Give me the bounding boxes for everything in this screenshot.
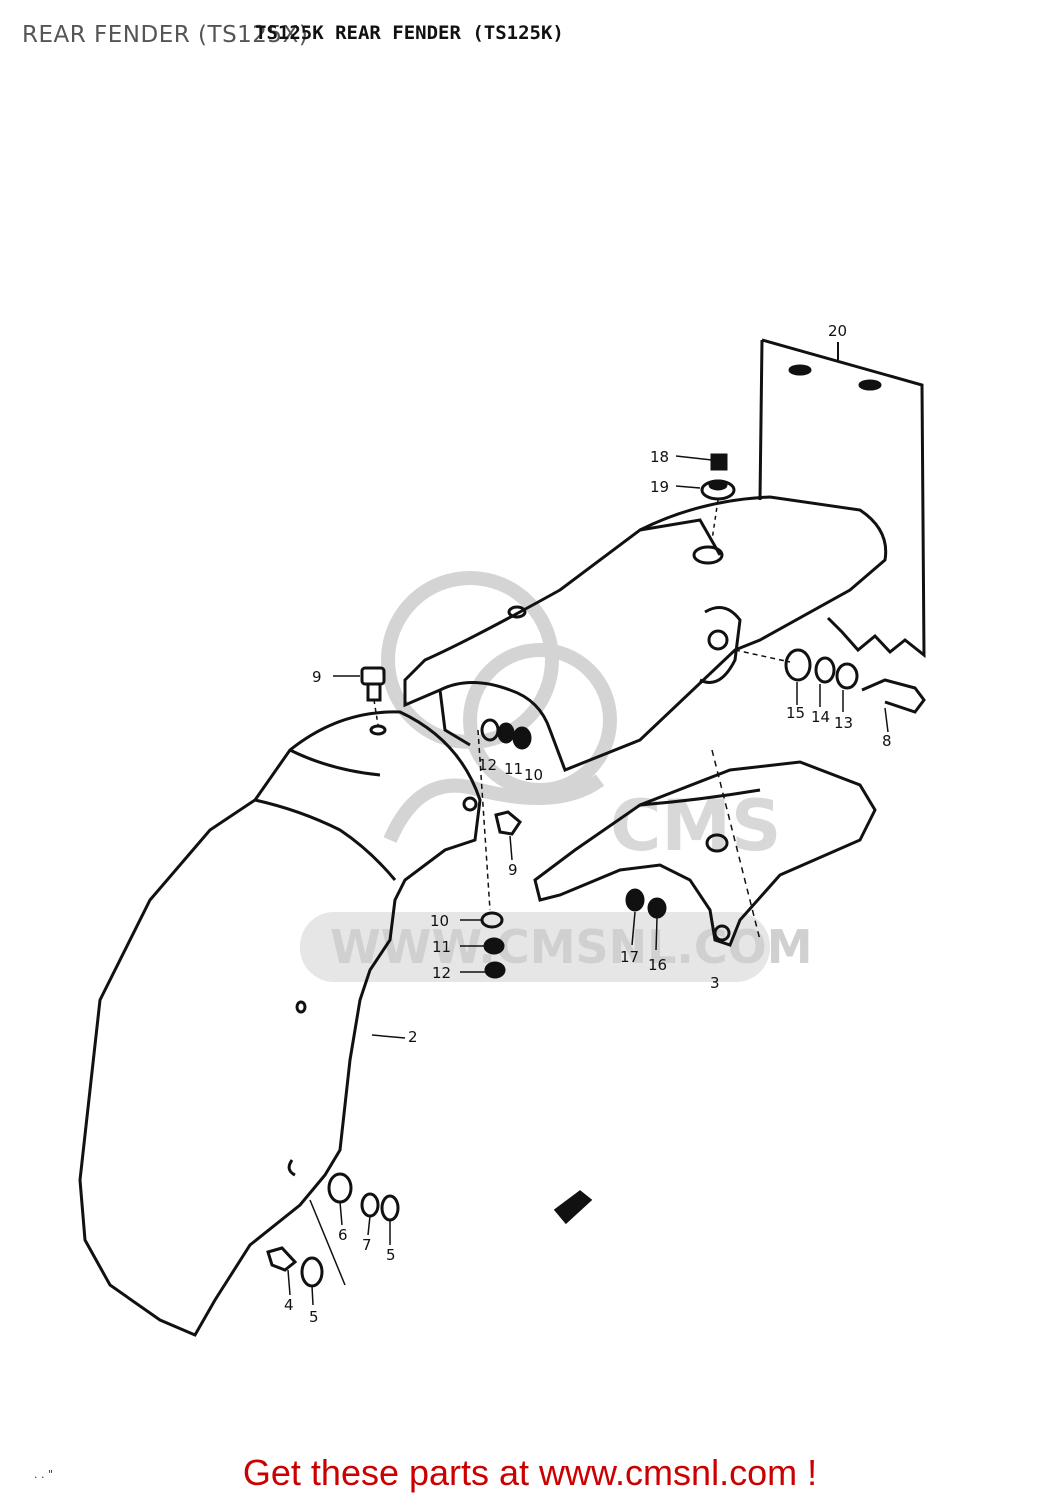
- lower-nut-stack: [460, 729, 506, 979]
- callout-3: 3: [710, 974, 720, 992]
- watermark-logo: [381, 571, 617, 843]
- main-rear-fender: [78, 710, 482, 1337]
- callout-5-left: 5: [309, 1308, 319, 1326]
- callout-7: 7: [362, 1236, 372, 1254]
- callout-9-upper: 9: [312, 668, 322, 686]
- callout-20: 20: [828, 322, 847, 340]
- page-title-overlay: REAR FENDER (TS125X): [22, 22, 309, 48]
- watermark-logo-text: CMS: [610, 785, 781, 867]
- side-bolt-assembly: [734, 648, 926, 733]
- callout-19: 19: [650, 478, 669, 496]
- top-hardware: [675, 453, 736, 541]
- inner-fender-bolts: [625, 888, 667, 951]
- parts-diagram: WWW.CMSNL.COM CMS: [78, 322, 926, 1337]
- callout-12-lower: 12: [432, 964, 451, 982]
- callout-10-upper: 10: [524, 766, 543, 784]
- callout-8: 8: [882, 732, 892, 750]
- callout-11-lower: 11: [432, 938, 451, 956]
- rear-fender-upper: [403, 495, 888, 772]
- callout-13: 13: [834, 714, 853, 732]
- callout-6: 6: [338, 1226, 348, 1244]
- upper-nut-stack: [480, 718, 532, 750]
- callout-labels: 20 18 19 9 15 14 13 8 12 11 10 9 10 11 1…: [284, 322, 892, 1326]
- callout-9-middle: 9: [508, 861, 518, 879]
- callout-16: 16: [648, 956, 667, 974]
- lower-fender-hardware: [266, 1034, 406, 1306]
- callout-2: 2: [408, 1028, 418, 1046]
- callout-18: 18: [650, 448, 669, 466]
- callout-17: 17: [620, 948, 639, 966]
- callout-14: 14: [811, 708, 830, 726]
- bolt-9-middle: [494, 810, 522, 861]
- callout-15: 15: [786, 704, 805, 722]
- callout-12-upper: 12: [478, 756, 497, 774]
- diagram-title: TS125K REAR FENDER (TS125K): [255, 22, 564, 44]
- license-plate: [758, 338, 926, 659]
- callout-4: 4: [284, 1296, 294, 1314]
- watermark-banner: WWW.CMSNL.COM CMS: [300, 785, 813, 982]
- callout-10-lower: 10: [430, 912, 449, 930]
- watermark-text: WWW.CMSNL.COM: [330, 920, 813, 974]
- bolt-9-upper: [333, 666, 387, 736]
- parts-store-link[interactable]: Get these parts at www.cmsnl.com !: [242, 1452, 818, 1493]
- callout-11-upper: 11: [504, 760, 523, 778]
- inner-fender: [533, 749, 877, 947]
- reflector-bracket: [553, 1190, 593, 1225]
- page-corner-mark: . . ": [34, 1468, 54, 1481]
- callout-5-right: 5: [386, 1246, 396, 1264]
